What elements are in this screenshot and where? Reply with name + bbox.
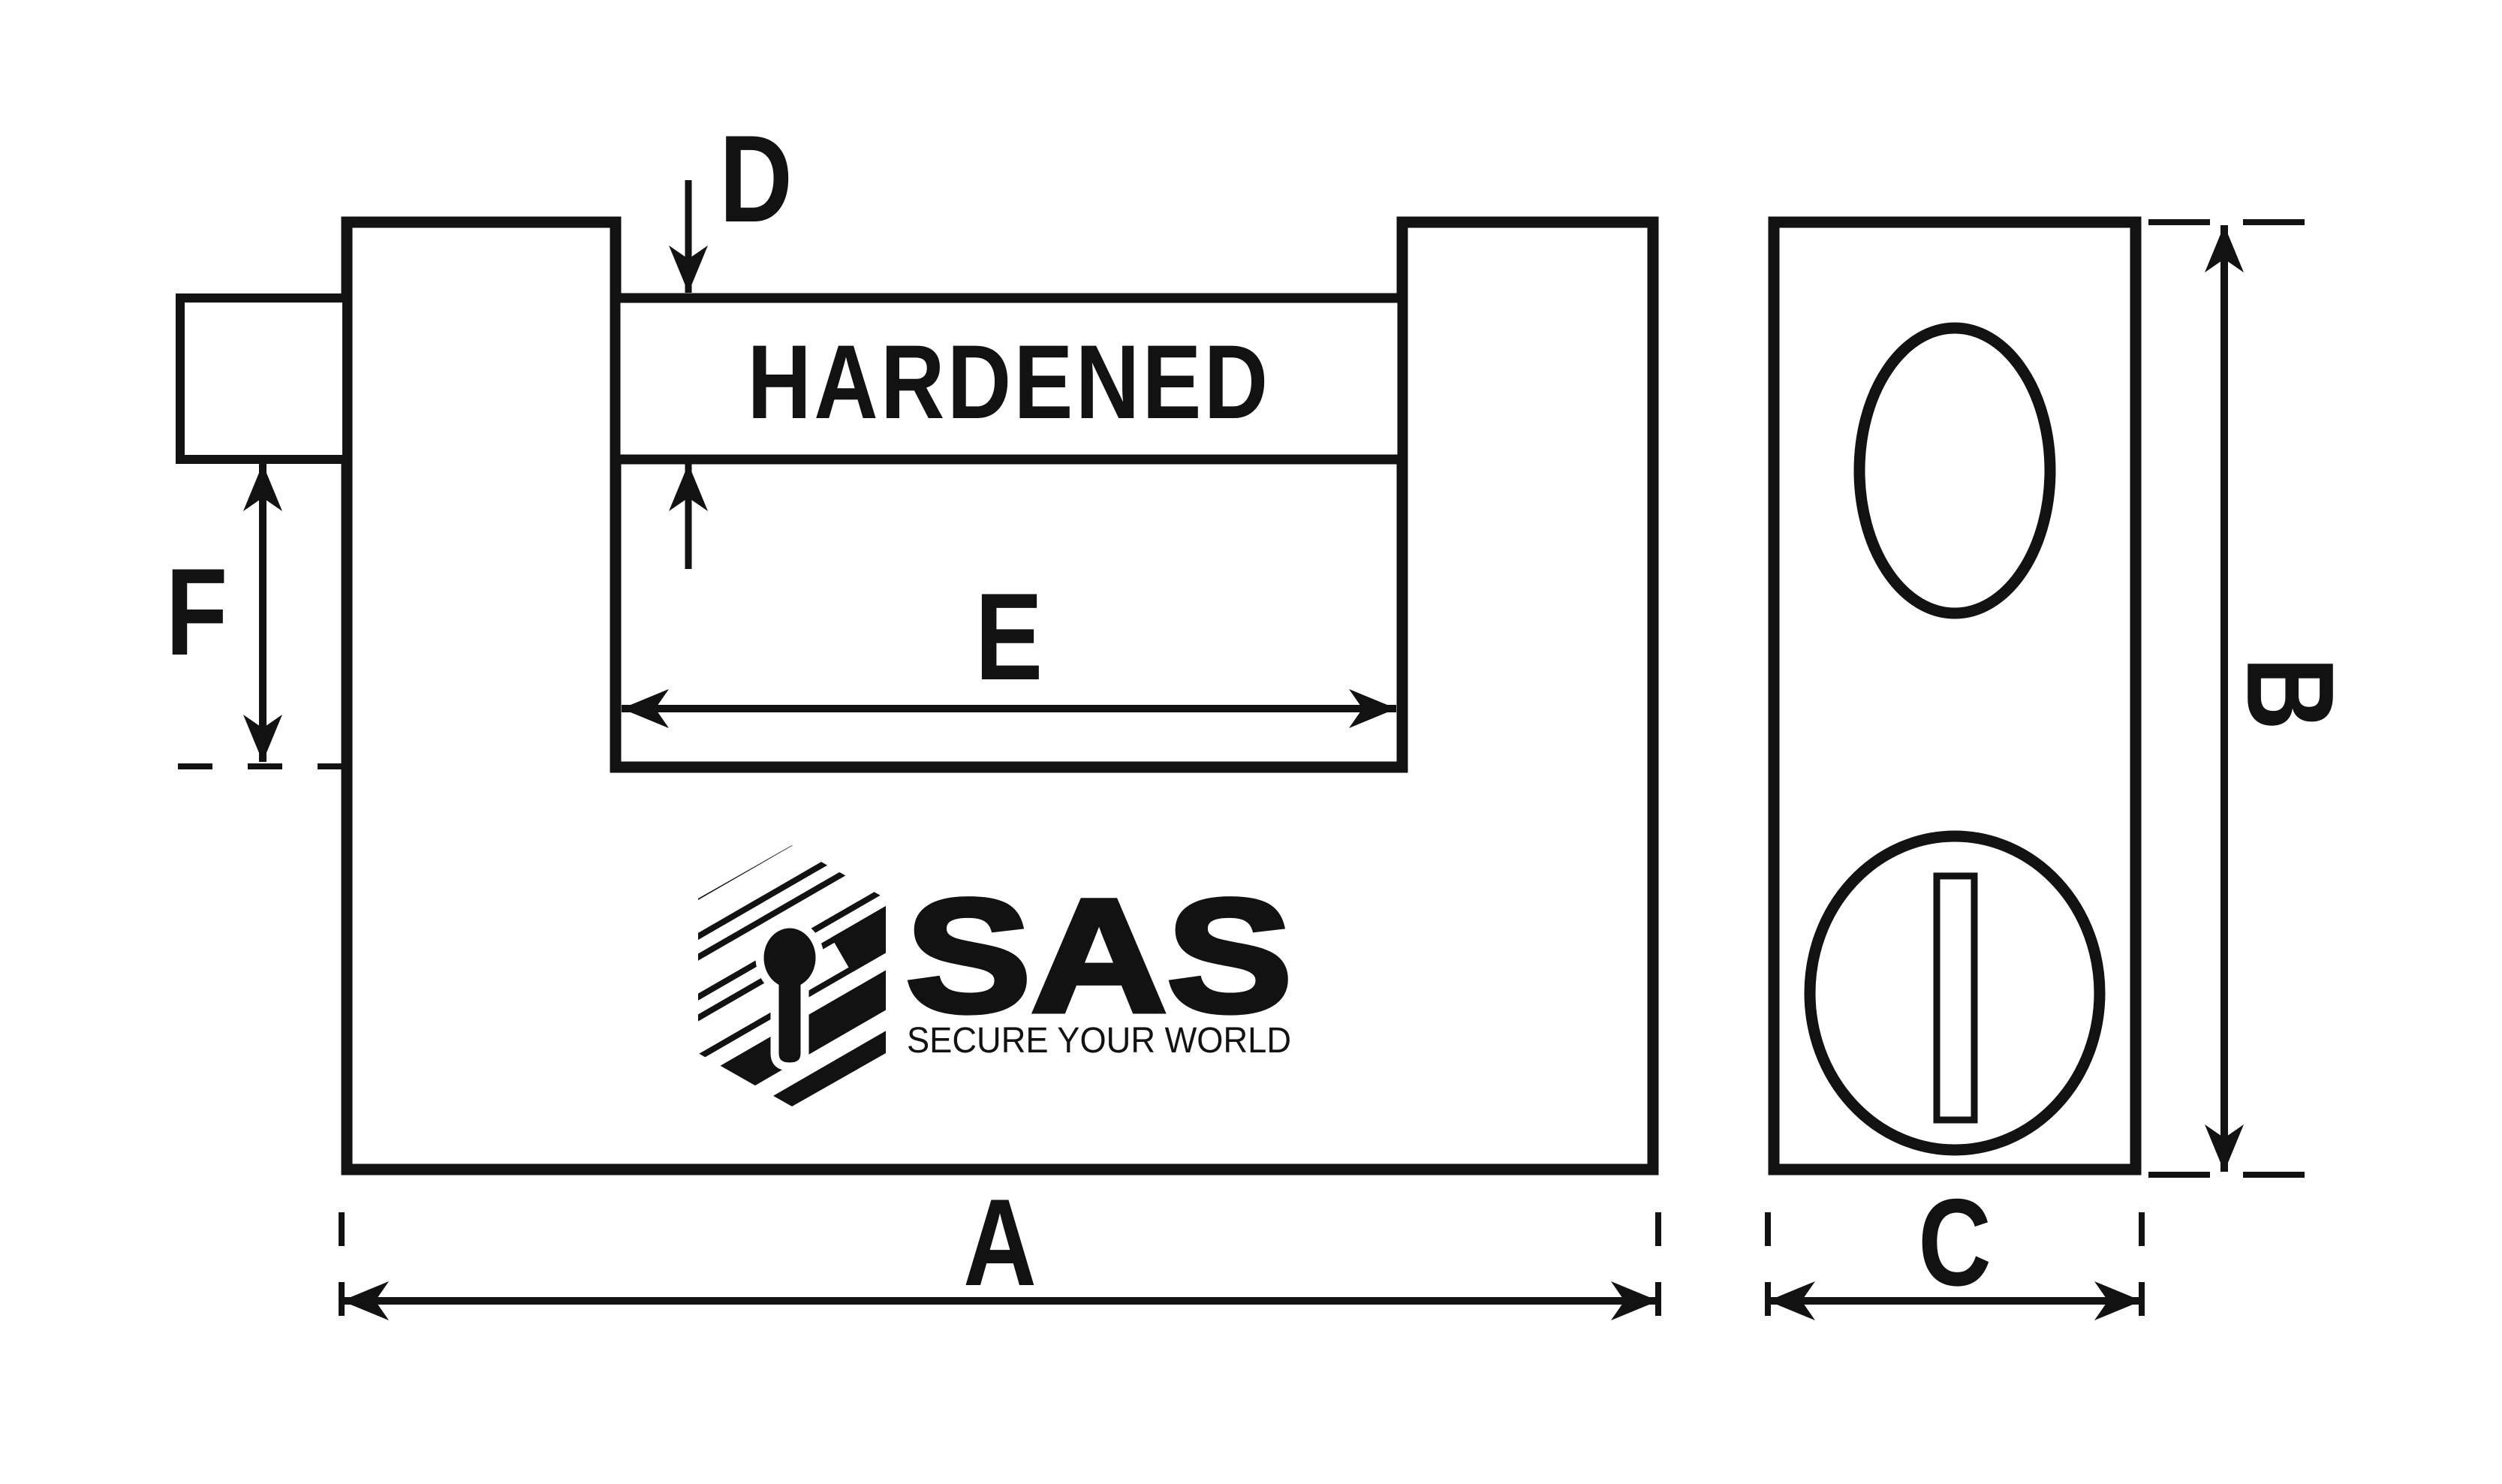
keyhole-icon <box>755 920 824 1071</box>
dimension-label-b: B <box>2221 657 2360 730</box>
hardened-shackle-bar <box>610 293 1408 465</box>
dimension-label-e: E <box>975 567 1043 706</box>
dimension-label-c: C <box>1918 1172 1992 1311</box>
logo-stripe-black-right <box>831 888 886 973</box>
dimension-d: D <box>669 109 793 569</box>
dimension-b: B <box>2148 219 2360 1178</box>
shackle-bar-end-block <box>176 293 351 464</box>
hardened-label: HARDENED <box>748 323 1271 441</box>
side-view <box>1768 216 2142 1175</box>
keyway-slot <box>1933 872 1978 1124</box>
sas-logo-icon <box>698 845 886 1106</box>
logo-tagline: SECURE YOUR WORLD <box>907 1021 1291 1061</box>
dimension-e: E <box>622 567 1396 728</box>
sas-logo: SAS SECURE YOUR WORLD <box>698 845 1295 1106</box>
logo-stripe-black-1 <box>698 936 886 1106</box>
logo-wordmark: SAS <box>906 866 1293 1046</box>
dimension-c: C <box>1765 1172 2145 1320</box>
dimension-label-a: A <box>963 1172 1037 1311</box>
dimension-label-f: F <box>166 542 228 681</box>
front-view: HARDENED <box>176 216 1659 1175</box>
dimension-f: F <box>166 464 348 769</box>
dimension-label-d: D <box>719 109 793 248</box>
logo-stripe-black-2 <box>709 982 886 1106</box>
shackle-hole <box>1853 322 2056 619</box>
dimension-a: A <box>339 1172 1661 1320</box>
